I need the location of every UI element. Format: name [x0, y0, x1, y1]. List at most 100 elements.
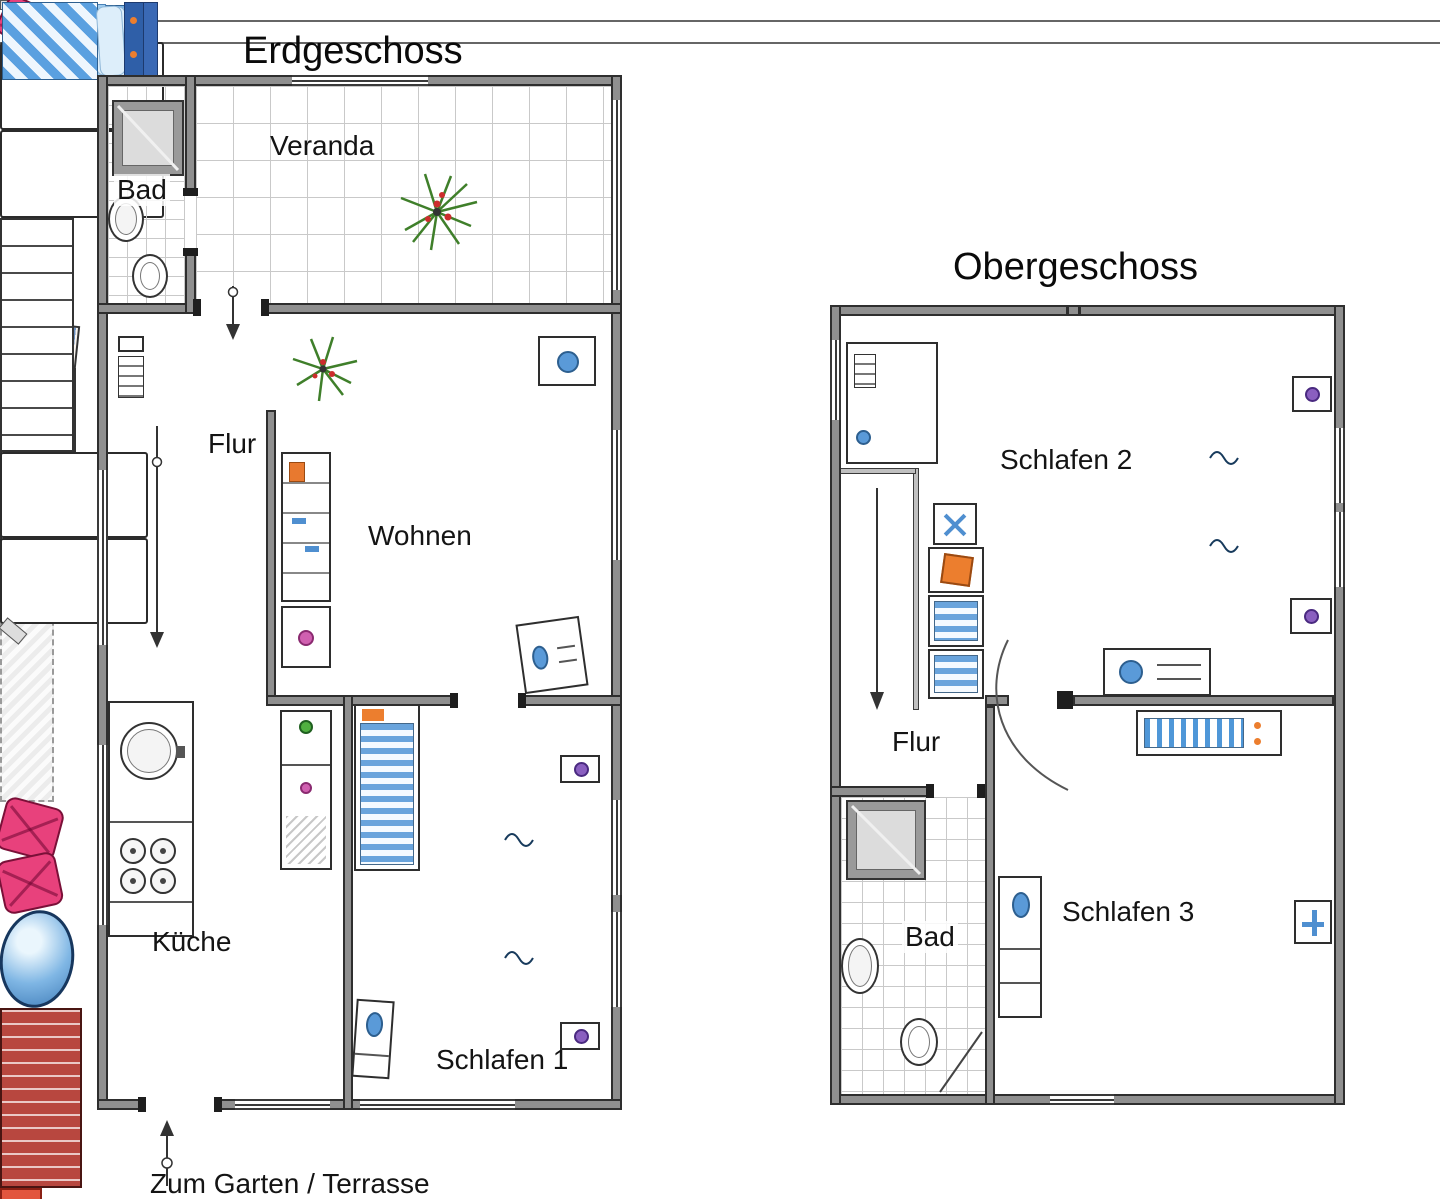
room-label-kueche: Küche [152, 926, 232, 957]
window [1050, 1094, 1114, 1105]
toilet [132, 254, 168, 298]
knob [130, 51, 137, 58]
window [360, 1099, 515, 1110]
door-post [214, 1097, 222, 1112]
obergeschoss-title: Obergeschoss [953, 246, 1199, 288]
hifi-line [556, 644, 576, 650]
decor-x [939, 509, 971, 539]
window [611, 100, 622, 290]
cabinet [281, 606, 331, 668]
dresser [1103, 648, 1211, 696]
door-post [977, 784, 985, 798]
hanging-clothes [934, 601, 978, 641]
bad-wall [985, 706, 995, 1105]
window [292, 75, 428, 86]
door-post [183, 188, 198, 196]
sink-basin [848, 945, 872, 987]
kitchen-appliance [0, 1188, 42, 1199]
sideboard-front [1144, 718, 1244, 748]
cabinet-line [1000, 982, 1040, 984]
stair-railing [913, 468, 919, 710]
wall-tick [1066, 305, 1069, 316]
hifi-sideboard [515, 615, 589, 695]
hallway-rug [0, 610, 54, 802]
window [1334, 428, 1345, 503]
lamp [574, 1029, 589, 1044]
lamp [574, 762, 589, 777]
nightstand [560, 1022, 600, 1050]
kitchen-sink [120, 722, 178, 780]
room-label-bad: Bad [114, 174, 170, 206]
stove-burner [150, 838, 176, 864]
knob [1254, 722, 1261, 729]
door-post [1057, 691, 1073, 709]
door-post [138, 1097, 146, 1112]
bed [0, 2, 148, 624]
room-label-wohnen: Wohnen [368, 520, 472, 551]
window [611, 430, 622, 560]
room-label-flur: Flur [208, 428, 257, 459]
lamp [1305, 387, 1320, 402]
counter-divider [110, 821, 192, 823]
nightstand [560, 755, 600, 783]
closet-item-orange [940, 553, 974, 587]
room-label-schlafen1: Schlafen 1 [436, 1044, 569, 1075]
nightstand [1292, 376, 1332, 412]
wardrobe [354, 703, 420, 871]
toilet-seat [140, 262, 160, 290]
room-label-flur: Flur [892, 726, 941, 757]
door-post [261, 299, 269, 316]
flur-wall [985, 695, 1009, 706]
shower-tray [856, 810, 916, 870]
door-post [518, 693, 526, 708]
nightstand [1290, 598, 1332, 634]
wall-tick [1078, 305, 1081, 316]
room-label-schlafen3: Schlafen 3 [1062, 896, 1195, 927]
shower-tray [122, 110, 174, 166]
flur-wall [1073, 695, 1334, 706]
step-line [0, 20, 1440, 22]
hifi-line [558, 658, 578, 664]
room-label-veranda: Veranda [270, 130, 375, 161]
sofa [0, 14, 82, 1188]
toilet [900, 1018, 938, 1066]
schlafen1-wall [343, 695, 353, 1110]
pantry-cabinet [280, 710, 332, 870]
shelf-line [354, 1052, 389, 1058]
window [830, 340, 841, 420]
pantry-knob [300, 782, 312, 794]
hanging-clothes [360, 723, 414, 865]
knob [1254, 738, 1261, 745]
kitchen-faucet [176, 746, 185, 758]
radiator [118, 356, 144, 398]
bad-wall [830, 786, 930, 797]
window [97, 745, 108, 925]
shower [112, 100, 184, 176]
outer-wall [97, 1099, 144, 1110]
desk-books [854, 354, 876, 388]
sideboard [1136, 710, 1282, 756]
bed [0, 2, 148, 538]
closet-unit [928, 595, 984, 647]
shelf-item-blue [292, 518, 306, 524]
wardrobe-box [362, 709, 384, 721]
veranda-wall [266, 303, 622, 314]
window [611, 800, 622, 895]
tall-cabinet [998, 876, 1042, 1018]
door-post [183, 248, 198, 256]
bowl-decor [557, 351, 579, 373]
counter-divider [110, 901, 192, 903]
hifi-dial [530, 644, 550, 671]
toilet-seat [908, 1026, 930, 1058]
veranda-tile-floor [196, 86, 611, 303]
door-post [926, 784, 934, 798]
window [1334, 512, 1345, 587]
shelf-box [933, 503, 977, 545]
outer-wall [830, 305, 1345, 316]
closet-unit [928, 649, 984, 699]
headboard [124, 2, 144, 80]
window [97, 470, 108, 645]
exit-label: Zum Garten / Terrasse [150, 1168, 430, 1199]
desk [846, 342, 938, 464]
pantry-knob [299, 720, 313, 734]
